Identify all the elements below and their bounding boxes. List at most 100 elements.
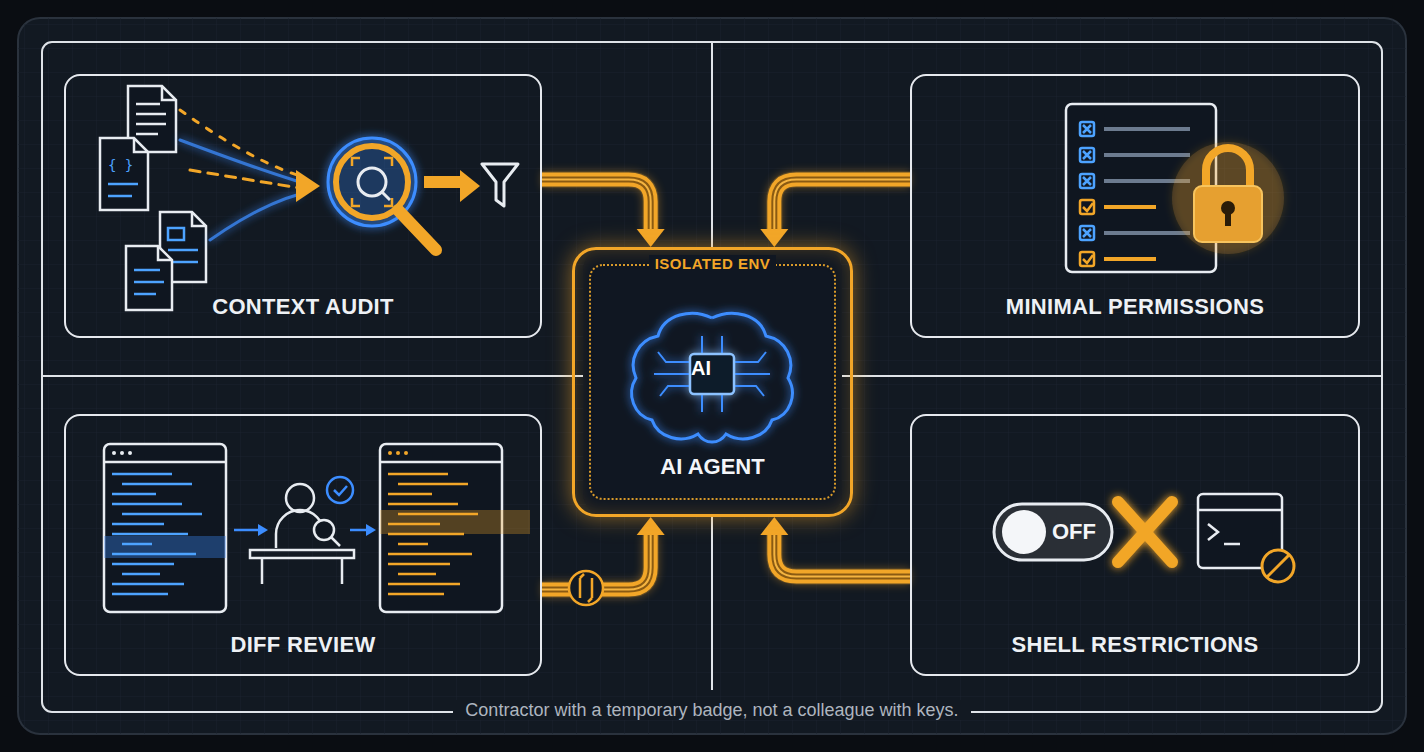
caption-row: Contractor with a temporary badge, not a… [0, 700, 1424, 721]
checkbox-mark [1083, 125, 1091, 133]
code-window-after [380, 461, 502, 464]
data-stream [180, 110, 320, 240]
checkbox [1080, 200, 1094, 214]
brain-icon [654, 336, 770, 412]
arrow-body [542, 180, 651, 229]
code-window-before [112, 451, 116, 455]
code-window-before [128, 451, 132, 455]
practice-panel: MINIMAL PERMISSIONS [910, 74, 1360, 338]
code-line [112, 473, 172, 476]
terminal-icon [1224, 543, 1240, 546]
toggle-label: OFF [1052, 519, 1096, 545]
agent-box: ISOLATED ENVAI AGENTAI [572, 247, 853, 517]
terminal-icon [1198, 494, 1294, 582]
code-line [112, 523, 164, 526]
checkbox-mark [1083, 151, 1091, 159]
lock-icon [1172, 142, 1284, 254]
document-icons [192, 212, 206, 226]
data-stream [180, 110, 300, 176]
funnel-icon [482, 164, 518, 206]
code-line [122, 573, 160, 576]
circuit-trace [721, 336, 723, 354]
terminal-icon [1208, 524, 1218, 540]
flow-arrow [760, 517, 910, 576]
terminal-icon [1198, 509, 1282, 512]
toggle-icon [1002, 510, 1046, 554]
code-line [388, 473, 448, 476]
caption: Contractor with a temporary badge, not a… [453, 700, 970, 720]
reviewer-icon [286, 484, 314, 512]
reviewer-icon [250, 550, 354, 558]
circuit-trace [734, 373, 770, 375]
panel-title: DIFF REVIEW [66, 632, 540, 658]
code-window-before [112, 474, 202, 594]
circuit-trace [660, 386, 690, 396]
data-stream [180, 140, 300, 182]
practice-panel: SHELL RESTRICTIONS [910, 414, 1360, 676]
document-icons [128, 86, 176, 152]
arrow-head [760, 517, 788, 535]
code-line [122, 513, 202, 516]
document-icons [134, 293, 156, 296]
code-line [112, 593, 168, 596]
frame [18, 18, 1406, 734]
code-line [388, 593, 444, 596]
arrow-highlight [774, 535, 910, 576]
arrow-body [774, 180, 910, 229]
cross-icon [1118, 502, 1172, 562]
magnifier-icon [352, 158, 392, 206]
data-stream [210, 194, 300, 240]
data-stream [296, 170, 320, 202]
practice-panel: DIFF REVIEW [64, 414, 542, 676]
document-icons: { } [108, 157, 133, 173]
document-icons: { } [100, 86, 206, 310]
arrow-head [637, 517, 665, 535]
terminal-icon [1267, 555, 1289, 577]
toggle-icon [994, 504, 1112, 560]
code-line [388, 493, 432, 496]
document-icons [134, 269, 160, 272]
arrow-body [774, 535, 910, 576]
flow-arrow [542, 180, 665, 247]
lock-icon [1172, 142, 1284, 254]
arrow-core [774, 180, 910, 229]
checkbox-mark [1083, 203, 1093, 211]
magnifier-icon [328, 138, 436, 250]
lock-icon [1225, 210, 1231, 226]
document-icons [134, 281, 164, 284]
permission-line [1104, 205, 1156, 209]
funnel-icon [424, 176, 464, 188]
checkbox [1080, 122, 1094, 136]
code-window-after [388, 451, 392, 455]
checkbox [1080, 148, 1094, 162]
reviewer-icon [331, 537, 340, 546]
code-line [122, 483, 192, 486]
document-icons [168, 249, 198, 252]
code-line [398, 483, 468, 486]
reviewer-icon [341, 558, 344, 584]
checkbox-mark [1083, 229, 1091, 237]
arrow-glow [774, 535, 910, 576]
cross-icon [1118, 502, 1172, 562]
circuit-trace [734, 386, 764, 396]
reviewer-icon [366, 524, 376, 536]
code-line [398, 543, 428, 546]
circuit-trace [658, 352, 690, 362]
document-icons [136, 103, 160, 106]
lock-icon [1206, 148, 1250, 188]
arrow-highlight [774, 180, 910, 229]
arrow-core [774, 535, 910, 576]
permission-line [1104, 127, 1190, 131]
code-line [398, 513, 478, 516]
agent-title: AI AGENT [575, 454, 850, 480]
checkbox-mark [1083, 177, 1091, 185]
code-window-after [380, 510, 530, 534]
panel-title: CONTEXT AUDIT [66, 294, 540, 320]
circuit-trace [721, 394, 723, 412]
reviewer-icon [350, 529, 368, 532]
document-icons [136, 133, 158, 136]
checkbox [1080, 174, 1094, 188]
arrow-head [637, 229, 665, 247]
arrow-highlight [542, 180, 651, 229]
code-line [388, 503, 458, 506]
